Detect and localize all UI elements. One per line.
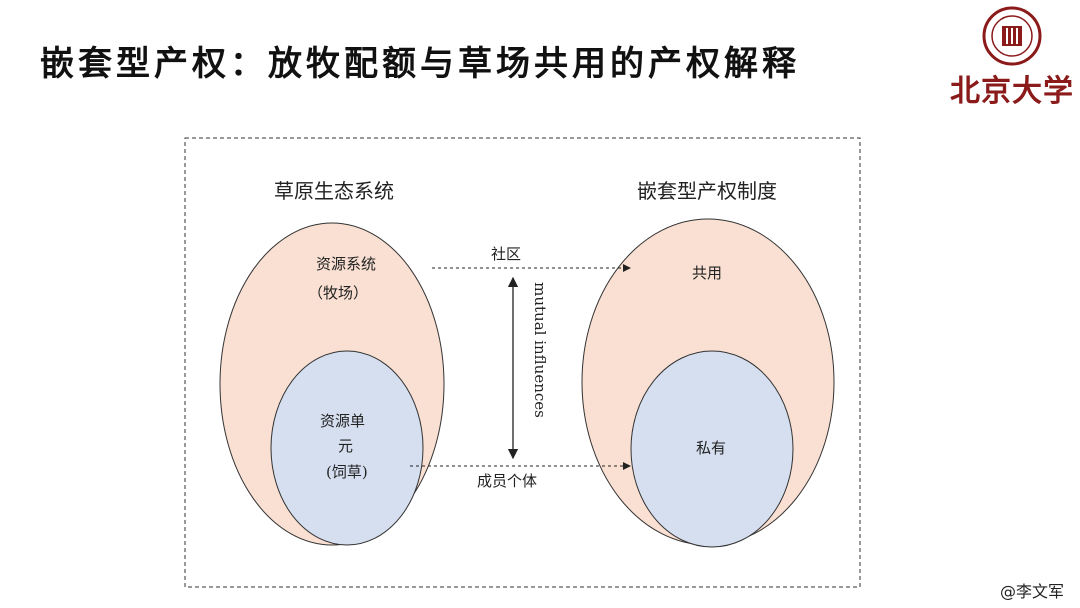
pasture-label: （牧场） bbox=[308, 284, 369, 302]
private-label: 私有 bbox=[696, 439, 727, 457]
university-logo: 北京大学 bbox=[948, 4, 1076, 109]
private-property-ellipse bbox=[630, 350, 794, 548]
mutual-influences-label: mutual influences bbox=[531, 282, 549, 418]
diagram-frame bbox=[184, 137, 861, 588]
common-label: 共用 bbox=[692, 264, 723, 282]
author-credit: @李文军 bbox=[999, 582, 1064, 601]
member-label: 成员个体 bbox=[477, 472, 538, 490]
resource-unit-label-2: 元 bbox=[338, 437, 354, 455]
resource-unit-ellipse bbox=[270, 350, 424, 546]
right-heading: 嵌套型产权制度 bbox=[637, 179, 777, 203]
resource-system-label: 资源系统 bbox=[316, 255, 377, 273]
community-label: 社区 bbox=[491, 245, 522, 263]
logo-text: 北京大学 bbox=[950, 74, 1074, 109]
left-heading: 草原生态系统 bbox=[274, 179, 394, 203]
slide-title: 嵌套型产权：放牧配额与草场共用的产权解释 bbox=[40, 44, 800, 84]
forage-label: (饲草) bbox=[326, 463, 368, 481]
resource-unit-label-1: 资源单 bbox=[320, 412, 366, 430]
seal-icon bbox=[982, 6, 1042, 66]
